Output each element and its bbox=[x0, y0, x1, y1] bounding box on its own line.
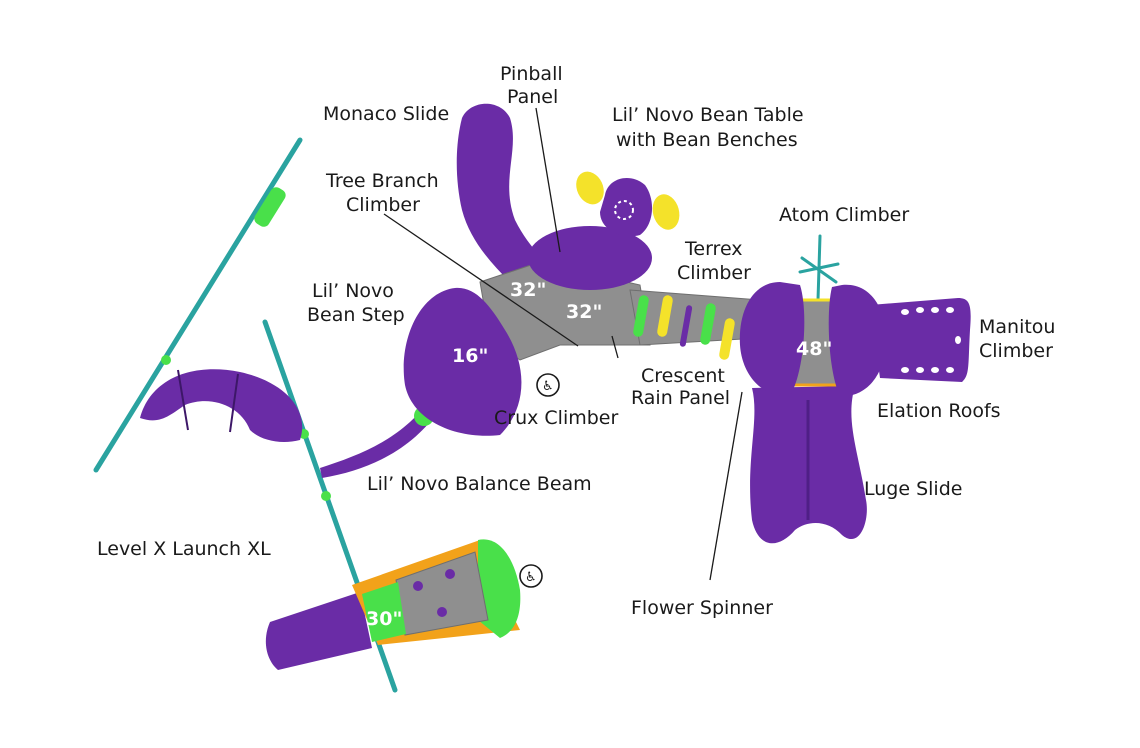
deck-height-16: 16" bbox=[452, 345, 488, 367]
svg-text:♿: ♿ bbox=[542, 379, 554, 394]
label-flower-spinner: Flower Spinner bbox=[631, 597, 773, 619]
label-monaco-slide: Monaco Slide bbox=[323, 103, 449, 125]
label-bean-table-1: Lil’ Novo Bean Table bbox=[612, 104, 804, 126]
label-manitou-1: Manitou bbox=[979, 316, 1055, 338]
accessible-icon: ♿ bbox=[519, 564, 543, 588]
label-elation-roofs: Elation Roofs bbox=[877, 400, 1001, 422]
label-tree-branch-1: Tree Branch bbox=[325, 170, 439, 192]
leader-lines bbox=[383, 107, 743, 581]
label-crescent-2: Rain Panel bbox=[631, 387, 730, 409]
svg-text:♿: ♿ bbox=[525, 570, 537, 585]
accessible-icon: ♿ bbox=[536, 373, 560, 397]
label-balance-beam: Lil’ Novo Balance Beam bbox=[367, 473, 592, 495]
deck-height-32-b: 32" bbox=[566, 301, 602, 323]
right-deck-48: 48" bbox=[739, 282, 887, 397]
label-bean-step-2: Bean Step bbox=[307, 304, 405, 326]
label-pinball-panel-2: Panel bbox=[507, 86, 558, 108]
luge-slide bbox=[750, 386, 867, 544]
label-manitou-2: Climber bbox=[979, 340, 1053, 362]
label-bean-table-2: with Bean Benches bbox=[616, 129, 798, 151]
label-level-x: Level X Launch XL bbox=[97, 538, 271, 560]
terrex-climber-bridge bbox=[633, 295, 735, 360]
label-luge-slide: Luge Slide bbox=[864, 478, 962, 500]
label-bean-step-1: Lil’ Novo bbox=[312, 280, 394, 302]
deck-height-48: 48" bbox=[796, 338, 832, 360]
deck-height-32-a: 32" bbox=[510, 279, 546, 301]
label-atom-climber: Atom Climber bbox=[779, 204, 909, 226]
label-crux-climber: Crux Climber bbox=[494, 407, 618, 429]
label-crescent-1: Crescent bbox=[641, 365, 725, 387]
label-pinball-panel-1: Pinball bbox=[500, 63, 563, 85]
labels: Monaco Slide Pinball Panel Lil’ Novo Bea… bbox=[97, 63, 1055, 619]
atom-climber bbox=[798, 234, 840, 302]
monaco-slide bbox=[456, 103, 545, 282]
label-tree-branch-2: Climber bbox=[346, 194, 420, 216]
label-terrex-2: Climber bbox=[677, 262, 751, 284]
bottom-slide-deck: 30" bbox=[265, 539, 521, 670]
bean-table-benches bbox=[576, 171, 680, 237]
manitou-climber bbox=[870, 298, 971, 382]
label-terrex-1: Terrex bbox=[684, 238, 743, 260]
deck-height-30: 30" bbox=[366, 608, 402, 630]
